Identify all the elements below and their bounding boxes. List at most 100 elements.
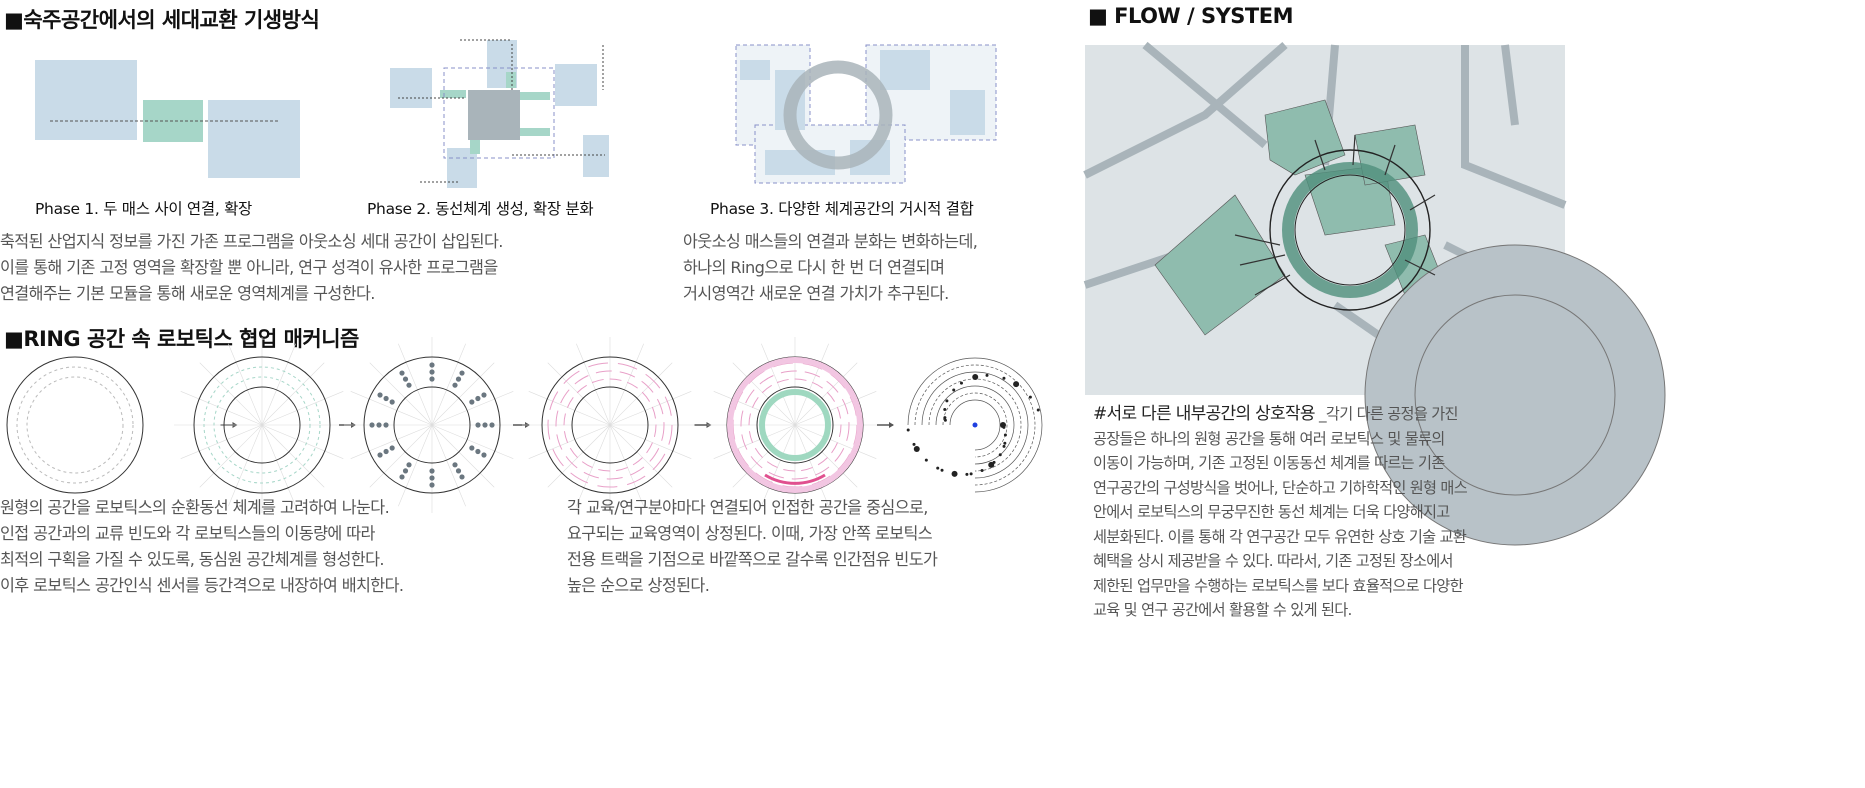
sensor-dot	[429, 376, 435, 382]
text-line: 연결해주는 기본 모듈을 통해 새로운 영역체계를 구성한다.	[0, 284, 375, 303]
text-line: 이를 통해 기존 고정 영역을 확장할 뿐 아니라, 연구 성격이 유사한 프로…	[0, 258, 498, 277]
text-line: 요구되는 교육영역이 상정된다. 이때, 가장 안쪽 로보틱스	[567, 524, 933, 543]
network-node	[980, 468, 984, 472]
text-line: 인접 공간과의 교류 빈도와 각 로보틱스들의 이동량에 따라	[0, 524, 375, 543]
sensor-dot	[452, 382, 458, 388]
sensor-dot	[489, 422, 495, 428]
network-arc	[942, 392, 1008, 458]
network-node	[1003, 441, 1007, 445]
sensor-dot	[469, 399, 475, 405]
ring-inner	[756, 386, 834, 464]
text-line: 축적된 산업지식 정보를 가진 가존 프로그램을 아웃소싱 세대 공간이 삽입된…	[0, 232, 503, 251]
ring-track	[203, 366, 321, 484]
text-line: 최적의 구획을 가질 수 있도록, 동심원 공간체계를 형성한다.	[0, 550, 385, 569]
flow-title: ■ FLOW / SYSTEM	[1088, 4, 1293, 28]
arrow-icon	[889, 422, 894, 428]
network-node	[965, 472, 969, 476]
network-node	[952, 388, 956, 392]
site-map	[1083, 41, 1666, 546]
sensor-dot	[399, 474, 405, 480]
network-node	[945, 399, 949, 403]
ring-zone	[740, 370, 850, 480]
sensor-dot	[482, 422, 488, 428]
phase3-caption: Phase 3. 다양한 체계공간의 거시적 결합	[710, 200, 974, 218]
sensor-dot	[429, 475, 435, 481]
sensor-dot	[406, 382, 412, 388]
network-node	[972, 374, 979, 381]
network-arc	[928, 378, 1022, 472]
sensor-dot	[481, 452, 487, 458]
sensor-dot	[455, 376, 462, 382]
sensor-dot	[429, 482, 435, 488]
text-line: 원형의 공간을 로보틱스의 순환동선 체계를 고려하여 나눈다.	[0, 498, 390, 517]
flow-lead-heading: #서로 다른 내부공간의 상호작용	[1093, 404, 1316, 424]
text-line: 아웃소싱 매스들의 연결과 분화는 변화하는데,	[683, 232, 978, 251]
network-arc	[907, 357, 1043, 493]
sensor-dot	[481, 392, 487, 398]
sensor-dot	[475, 422, 481, 428]
sensor-dot	[383, 395, 389, 402]
text-line: 거시영역간 새로운 연결 가치가 추구된다.	[683, 284, 949, 303]
network-node	[924, 458, 928, 462]
ring-outer	[193, 356, 331, 494]
ring-inner	[571, 386, 649, 464]
ring-inner	[223, 386, 301, 464]
network-node	[943, 416, 947, 420]
sensor-dot	[383, 448, 389, 455]
section2-paragraph-left: 원형의 공간을 로보틱스의 순환동선 체계를 고려하여 나눈다. 인접 공간과의…	[0, 495, 404, 599]
ring-guide	[26, 376, 124, 474]
phase1-caption: Phase 1. 두 매스 사이 연결, 확장	[35, 200, 252, 218]
ring-outer	[6, 356, 144, 494]
sensor-dot	[455, 468, 462, 474]
text-line: 제한된 업무만을 수행하는 로보틱스를 보다 효율적으로 다양한	[1093, 576, 1464, 595]
sensor-dot	[389, 399, 395, 405]
sensor-dot	[459, 474, 465, 480]
network-node	[959, 381, 963, 385]
ring-track	[213, 376, 311, 474]
section2-paragraph-right: 각 교육/연구분야마다 연결되어 인접한 공간을 중심으로, 요구되는 교육영역…	[567, 495, 938, 599]
network-node	[969, 472, 973, 476]
section1-paragraph-left: 축적된 산업지식 정보를 가진 가존 프로그램을 아웃소싱 세대 공간이 삽입된…	[0, 229, 503, 307]
network-node	[943, 418, 947, 422]
ring-outer	[541, 356, 679, 494]
text-line: 연구공간의 구성방식을 벗어나, 단순하고 기하학적인 원형 매스	[1093, 478, 1468, 497]
sensor-dot	[406, 462, 412, 468]
sensor-dot	[429, 362, 435, 368]
ring-outer	[363, 356, 501, 494]
network-node	[988, 461, 995, 468]
sensor-dot	[383, 422, 389, 428]
sensor-dot	[475, 448, 481, 455]
text-line: 안에서 로보틱스의 무궁무진한 동선 체계는 더욱 다양해지고	[1093, 503, 1450, 521]
network-node	[906, 428, 910, 432]
center-point	[972, 422, 978, 428]
text-line: _각기 다른 공정을 가진	[1319, 405, 1458, 423]
network-node	[1002, 376, 1006, 380]
network-node	[913, 446, 920, 453]
network-node	[1002, 425, 1006, 429]
text-line: 각 교육/연구분야마다 연결되어 인접한 공간을 중심으로,	[567, 498, 928, 517]
sensor-dot	[402, 468, 409, 474]
sensor-dot	[429, 369, 435, 375]
network-node	[1036, 408, 1040, 412]
ring-guide	[16, 366, 134, 484]
ring-diagrams	[6, 337, 1043, 513]
ring-zone	[748, 378, 842, 472]
text-line: 공장들은 하나의 원형 공간을 통해 여러 로보틱스 및 물류의	[1093, 429, 1445, 448]
network-node	[912, 442, 916, 446]
sensor-dot	[469, 445, 475, 451]
sensor-dot	[429, 468, 435, 474]
network-node	[951, 470, 958, 477]
sensor-dot	[459, 370, 465, 376]
highlight-arc	[764, 473, 826, 485]
ring-inner	[393, 386, 471, 464]
phase1-diagram	[35, 39, 997, 188]
text-line: 혜택을 상시 제공받을 수 있다. 따라서, 기존 고정된 장소에서	[1093, 552, 1454, 570]
sensor-dot	[376, 422, 382, 428]
sensor-dot	[402, 376, 409, 382]
section1-paragraph-right: 아웃소싱 매스들의 연결과 분화는 변화하는데, 하나의 Ring으로 다시 한…	[683, 229, 978, 307]
text-line: 이후 로보틱스 공간인식 센서를 등간격으로 내장하여 배치한다.	[0, 576, 404, 595]
sensor-dot	[475, 395, 481, 402]
phase3-diagram	[735, 44, 997, 184]
text-line: 이동이 가능하며, 기존 고정된 이동동선 체계를 따르는 기존	[1093, 454, 1445, 472]
sensor-dot	[377, 392, 383, 398]
